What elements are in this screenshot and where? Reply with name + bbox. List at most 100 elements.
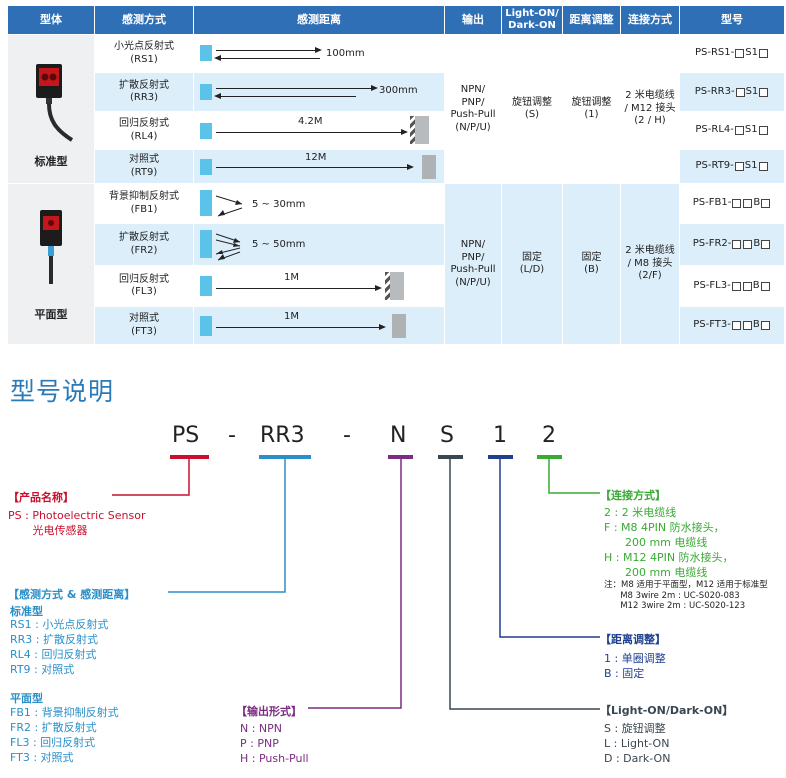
connection-standard: 2 米电缆线 / M12 接头 (2 / H): [621, 35, 679, 183]
distance-rl4: 4.2M: [298, 116, 323, 127]
connection-text: 2 : 2 米电缆线 F : M8 4PIN 防水接头， 200 mm 电缆线 …: [604, 506, 734, 579]
sensor-emitter-icon: [200, 123, 212, 139]
distance-rt9: 12M: [305, 152, 327, 163]
arrow-right-icon: [216, 285, 382, 291]
code-dash: -: [228, 423, 236, 448]
model-fl3: PS-FL3-B: [680, 266, 784, 306]
model-rl4: PS-RL4- S1: [680, 112, 784, 149]
method-rr3: 扩散反射式 (RR3): [95, 73, 193, 111]
flat-sensor-image: [40, 210, 62, 284]
spec-table: 型体 感测方式 感测距离 输出 Light-ON/ Dark-ON 距离调整 连…: [8, 6, 784, 344]
model-mid: S1: [744, 124, 758, 136]
method-flat-text: FB1 : 背景抑制反射式 FR2 : 扩散反射式 FL3 : 回归反射式 FT…: [10, 706, 119, 764]
code-n: N: [390, 423, 407, 448]
model-prefix: PS-RR3-: [694, 85, 735, 97]
bar-blue: [259, 455, 311, 459]
adjust-text: 1 : 单圈调整 B : 固定: [604, 652, 666, 680]
code-s: S: [440, 423, 454, 448]
distance-cell-rr3: [194, 73, 444, 111]
bar-purple: [388, 455, 413, 459]
sensor-emitter-icon: [200, 230, 212, 258]
bar-green: [537, 455, 562, 459]
model-rr3: PS-RR3- S1: [680, 73, 784, 111]
model-rt9: PS-RT9- S1: [680, 150, 784, 183]
group-flat-label: 平面型: [34, 308, 68, 322]
method-title: 【感测方式 & 感测距离】: [8, 588, 136, 601]
model-mid: S1: [745, 85, 759, 97]
distance-cell-rt9: [194, 150, 444, 183]
arrow-left-icon: [214, 93, 356, 99]
header-connection: 连接方式: [621, 6, 679, 34]
output-flat: NPN/ PNP/ Push-Pull (N/P/U): [445, 184, 501, 344]
model-mid: S1: [744, 160, 758, 172]
header-distance: 感测距离: [194, 6, 444, 34]
model-rs1: PS-RS1- S1: [680, 35, 784, 72]
code-box: [742, 281, 752, 291]
code-box: [731, 321, 741, 330]
model-prefix: PS-RS1-: [695, 47, 735, 59]
code-box: [731, 281, 741, 291]
receiver-icon: [392, 314, 406, 338]
distance-rr3: 300mm: [379, 85, 418, 96]
distance-cell-rs1: [194, 35, 444, 72]
model-prefix: PS-RT9-: [695, 160, 734, 172]
model-mid: B: [752, 319, 760, 331]
connection-flat: 2 米电缆线 / M8 接头 (2/F): [621, 184, 679, 344]
distance-fl3: 1M: [284, 272, 299, 283]
code-box: [758, 162, 768, 171]
lightdark-text: S : 旋钮调整 L : Light-ON D : Dark-ON: [604, 722, 671, 765]
distance-fb1: 5 ~ 30mm: [252, 199, 306, 210]
distance-rs1: 100mm: [326, 48, 365, 59]
code-box: [760, 281, 770, 291]
model-mid: S1: [745, 47, 758, 59]
code-box: [734, 126, 744, 135]
model-prefix: PS-FR2-: [692, 238, 732, 250]
sensor-emitter-icon: [200, 159, 212, 175]
code-box: [742, 321, 752, 330]
product-text: PS : Photoelectric Sensor 光电传感器: [8, 509, 146, 537]
distance-fr2: 5 ~ 50mm: [252, 239, 306, 250]
code-box: [734, 162, 744, 171]
bar-dark: [438, 455, 463, 459]
model-mid: B: [753, 197, 761, 209]
model-prefix: PS-FT3-: [693, 319, 731, 331]
arrow-right-icon: [216, 164, 414, 170]
sensor-emitter-icon: [200, 84, 212, 100]
header-model: 型号: [680, 6, 784, 34]
receiver-icon: [422, 155, 436, 179]
header-method: 感测方式: [95, 6, 193, 34]
method-flat-title: 平面型: [10, 692, 43, 705]
bar-navy: [488, 455, 513, 459]
spread-arrows-icon: [215, 233, 241, 261]
product-title: 【产品名称】: [8, 491, 74, 504]
model-ft3: PS-FT3- B: [680, 307, 784, 344]
connection-note: 注：M8 适用于平面型，M12 适用于标准型 M8 3wire 2m : UC-…: [604, 580, 768, 611]
output-standard: NPN/ PNP/ Push-Pull (N/P/U): [445, 35, 501, 183]
model-fr2: PS-FR2- B: [680, 224, 784, 265]
code-box: [760, 321, 770, 330]
model-prefix: PS-RL4-: [695, 124, 734, 136]
header-light-dark: Light-ON/ Dark-ON: [502, 6, 562, 34]
adjust-flat: 固定 (B): [563, 184, 620, 344]
code-2: 2: [542, 423, 556, 448]
bar-red: [170, 455, 209, 459]
output-title: 【输出形式】: [236, 705, 302, 718]
sensor-emitter-icon: [200, 190, 212, 216]
code-box: [732, 199, 742, 208]
code-box: [761, 199, 771, 208]
method-rs1: 小光点反射式 (RS1): [95, 35, 193, 72]
angled-arrows-icon: [215, 195, 243, 217]
sensor-emitter-icon: [200, 316, 212, 336]
code-box: [735, 87, 745, 97]
model-mid: B: [753, 238, 761, 250]
distance-ft3: 1M: [284, 311, 299, 322]
arrow-right-icon: [216, 129, 408, 135]
method-rl4: 回归反射式 (RL4): [95, 112, 193, 149]
arrow-right-icon: [216, 85, 378, 91]
arrow-right-icon: [216, 47, 322, 53]
lightdark-standard: 旋钮调整 (S): [502, 35, 562, 183]
group-standard-label: 标准型: [34, 155, 68, 169]
code-box: [732, 240, 742, 249]
method-rt9: 对照式 (RT9): [95, 150, 193, 183]
